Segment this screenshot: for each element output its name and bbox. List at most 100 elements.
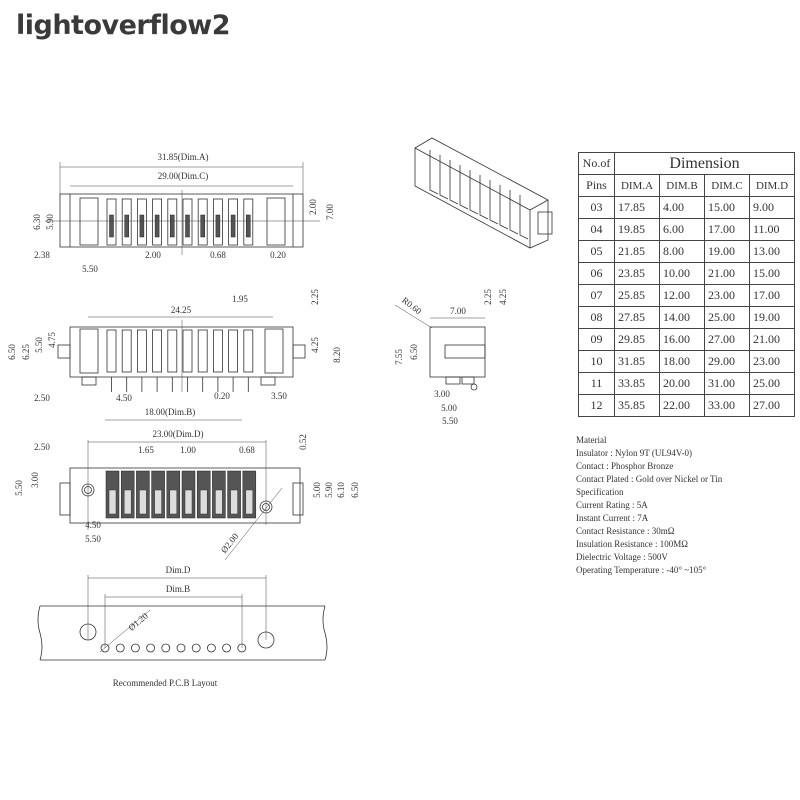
dimension-label: 3.50 [271, 391, 287, 401]
contact-slot [182, 198, 193, 246]
contact-window [108, 489, 117, 515]
iso-slot [469, 170, 479, 215]
pcb-pin-hole [176, 643, 186, 653]
dim-cell: 23.85 [614, 262, 660, 285]
dimension-label: 5.50 [14, 480, 24, 496]
pin-count-cell: 07 [578, 284, 615, 307]
contact-pin [215, 214, 221, 238]
dimension-label: R0.60 [400, 295, 424, 317]
dim-cell: 21.00 [704, 262, 750, 285]
dimension-label: 2.00 [308, 199, 318, 215]
spec-line: Operating Temperature : -40° ~105° [576, 565, 707, 575]
pin-count-cell: 12 [578, 394, 615, 417]
dim-cell: 17.00 [749, 284, 795, 307]
pins-header-2: Pins [578, 174, 615, 197]
contact-slot [228, 198, 239, 246]
side-view [394, 304, 486, 391]
dimension-label: Ø2.00 [219, 531, 241, 555]
dimension-label: 0.52 [298, 434, 308, 450]
dim-cell: 29.85 [614, 328, 660, 351]
dim-cell: 13.00 [749, 240, 795, 263]
pcb-layout-view [37, 575, 328, 661]
pcb-pin-hole [146, 643, 156, 653]
pcb-pin-hole [206, 643, 216, 653]
contact-slot [152, 329, 163, 373]
contact-pin [246, 214, 251, 238]
pcb-layout-caption: Recommended P.C.B Layout [113, 678, 218, 688]
dimension-label: 3.00 [434, 389, 450, 399]
dimension-label: 4.25 [498, 289, 508, 305]
dimension-label: Dim.B [166, 584, 190, 594]
pin-count-cell: 04 [578, 218, 615, 241]
dim-cell: 23.00 [749, 350, 795, 373]
dimension-label: 29.00(Dim.C) [158, 171, 209, 181]
dim-cell: 18.00 [659, 350, 705, 373]
dim-cell: 25.00 [749, 372, 795, 395]
pins-header-1: No.of [578, 152, 615, 175]
dim-cell: 8.00 [659, 240, 705, 263]
pcb-pin-hole [115, 643, 125, 653]
dim-cell: 15.00 [704, 196, 750, 219]
dimension-label: 7.00 [450, 306, 466, 316]
dim-cell: 25.00 [704, 306, 750, 329]
pin-count-cell: 11 [578, 372, 615, 395]
dim-cell: 19.85 [614, 218, 660, 241]
iso-slot [439, 155, 449, 200]
front-view [57, 316, 306, 421]
dim-cell: 25.85 [614, 284, 660, 307]
col-dim-a: DIM.A [614, 174, 660, 197]
dimension-table: No.of Dimension Pins DIM.A DIM.B DIM.C D… [578, 152, 795, 417]
dim-cell: 4.00 [659, 196, 705, 219]
dimension-label: 3.00 [30, 472, 40, 488]
contact-window [230, 489, 238, 515]
spec-line: Contact Plated : Gold over Nickel or Tin [576, 474, 723, 484]
contact-slot [121, 198, 132, 246]
pcb-pin-hole [237, 643, 247, 653]
dimension-label: 2.00 [145, 250, 161, 260]
contact-window [199, 489, 208, 515]
dim-cell: 23.00 [704, 284, 750, 307]
dim-cell: 11.00 [749, 218, 795, 241]
contact-slot [167, 329, 178, 373]
dim-cell: 27.00 [749, 394, 795, 417]
dimension-label: 5.00 [441, 403, 457, 413]
contact-slot [121, 329, 132, 373]
dimension-label: 24.25 [171, 305, 192, 315]
dim-cell: 27.00 [704, 328, 750, 351]
dim-cell: 17.85 [614, 196, 660, 219]
pcb-pin-hole [161, 643, 171, 653]
spec-line: Material [576, 435, 607, 445]
contact-window [169, 489, 178, 515]
contact-slot [197, 329, 208, 373]
spec-line: Current Rating : 5A [576, 500, 648, 510]
contact-slot [136, 198, 147, 246]
bottom-view [59, 440, 304, 561]
contact-window [154, 489, 162, 515]
contact-window [139, 489, 147, 515]
dimension-label: 5.90 [324, 482, 334, 498]
contact-slot [182, 329, 193, 373]
dimension-label: 6.50 [409, 344, 419, 360]
iso-slot [449, 160, 459, 205]
dimension-label: 8.20 [332, 347, 342, 363]
dimension-label: 5.50 [82, 264, 98, 274]
contact-slot [197, 198, 208, 246]
dimension-label: Dim.D [166, 565, 191, 575]
dimension-label: 0.20 [214, 391, 230, 401]
pin-count-cell: 09 [578, 328, 615, 351]
contact-pin [170, 214, 175, 238]
spec-line: Contact : Phosphor Bronze [576, 461, 674, 471]
dimension-label: 2.38 [34, 250, 50, 260]
dimension-label: 6.25 [21, 344, 31, 360]
dim-cell: 35.85 [614, 394, 660, 417]
dim-cell: 21.85 [614, 240, 660, 263]
dim-cell: 19.00 [749, 306, 795, 329]
pin-count-cell: 03 [578, 196, 615, 219]
dim-cell: 29.00 [704, 350, 750, 373]
